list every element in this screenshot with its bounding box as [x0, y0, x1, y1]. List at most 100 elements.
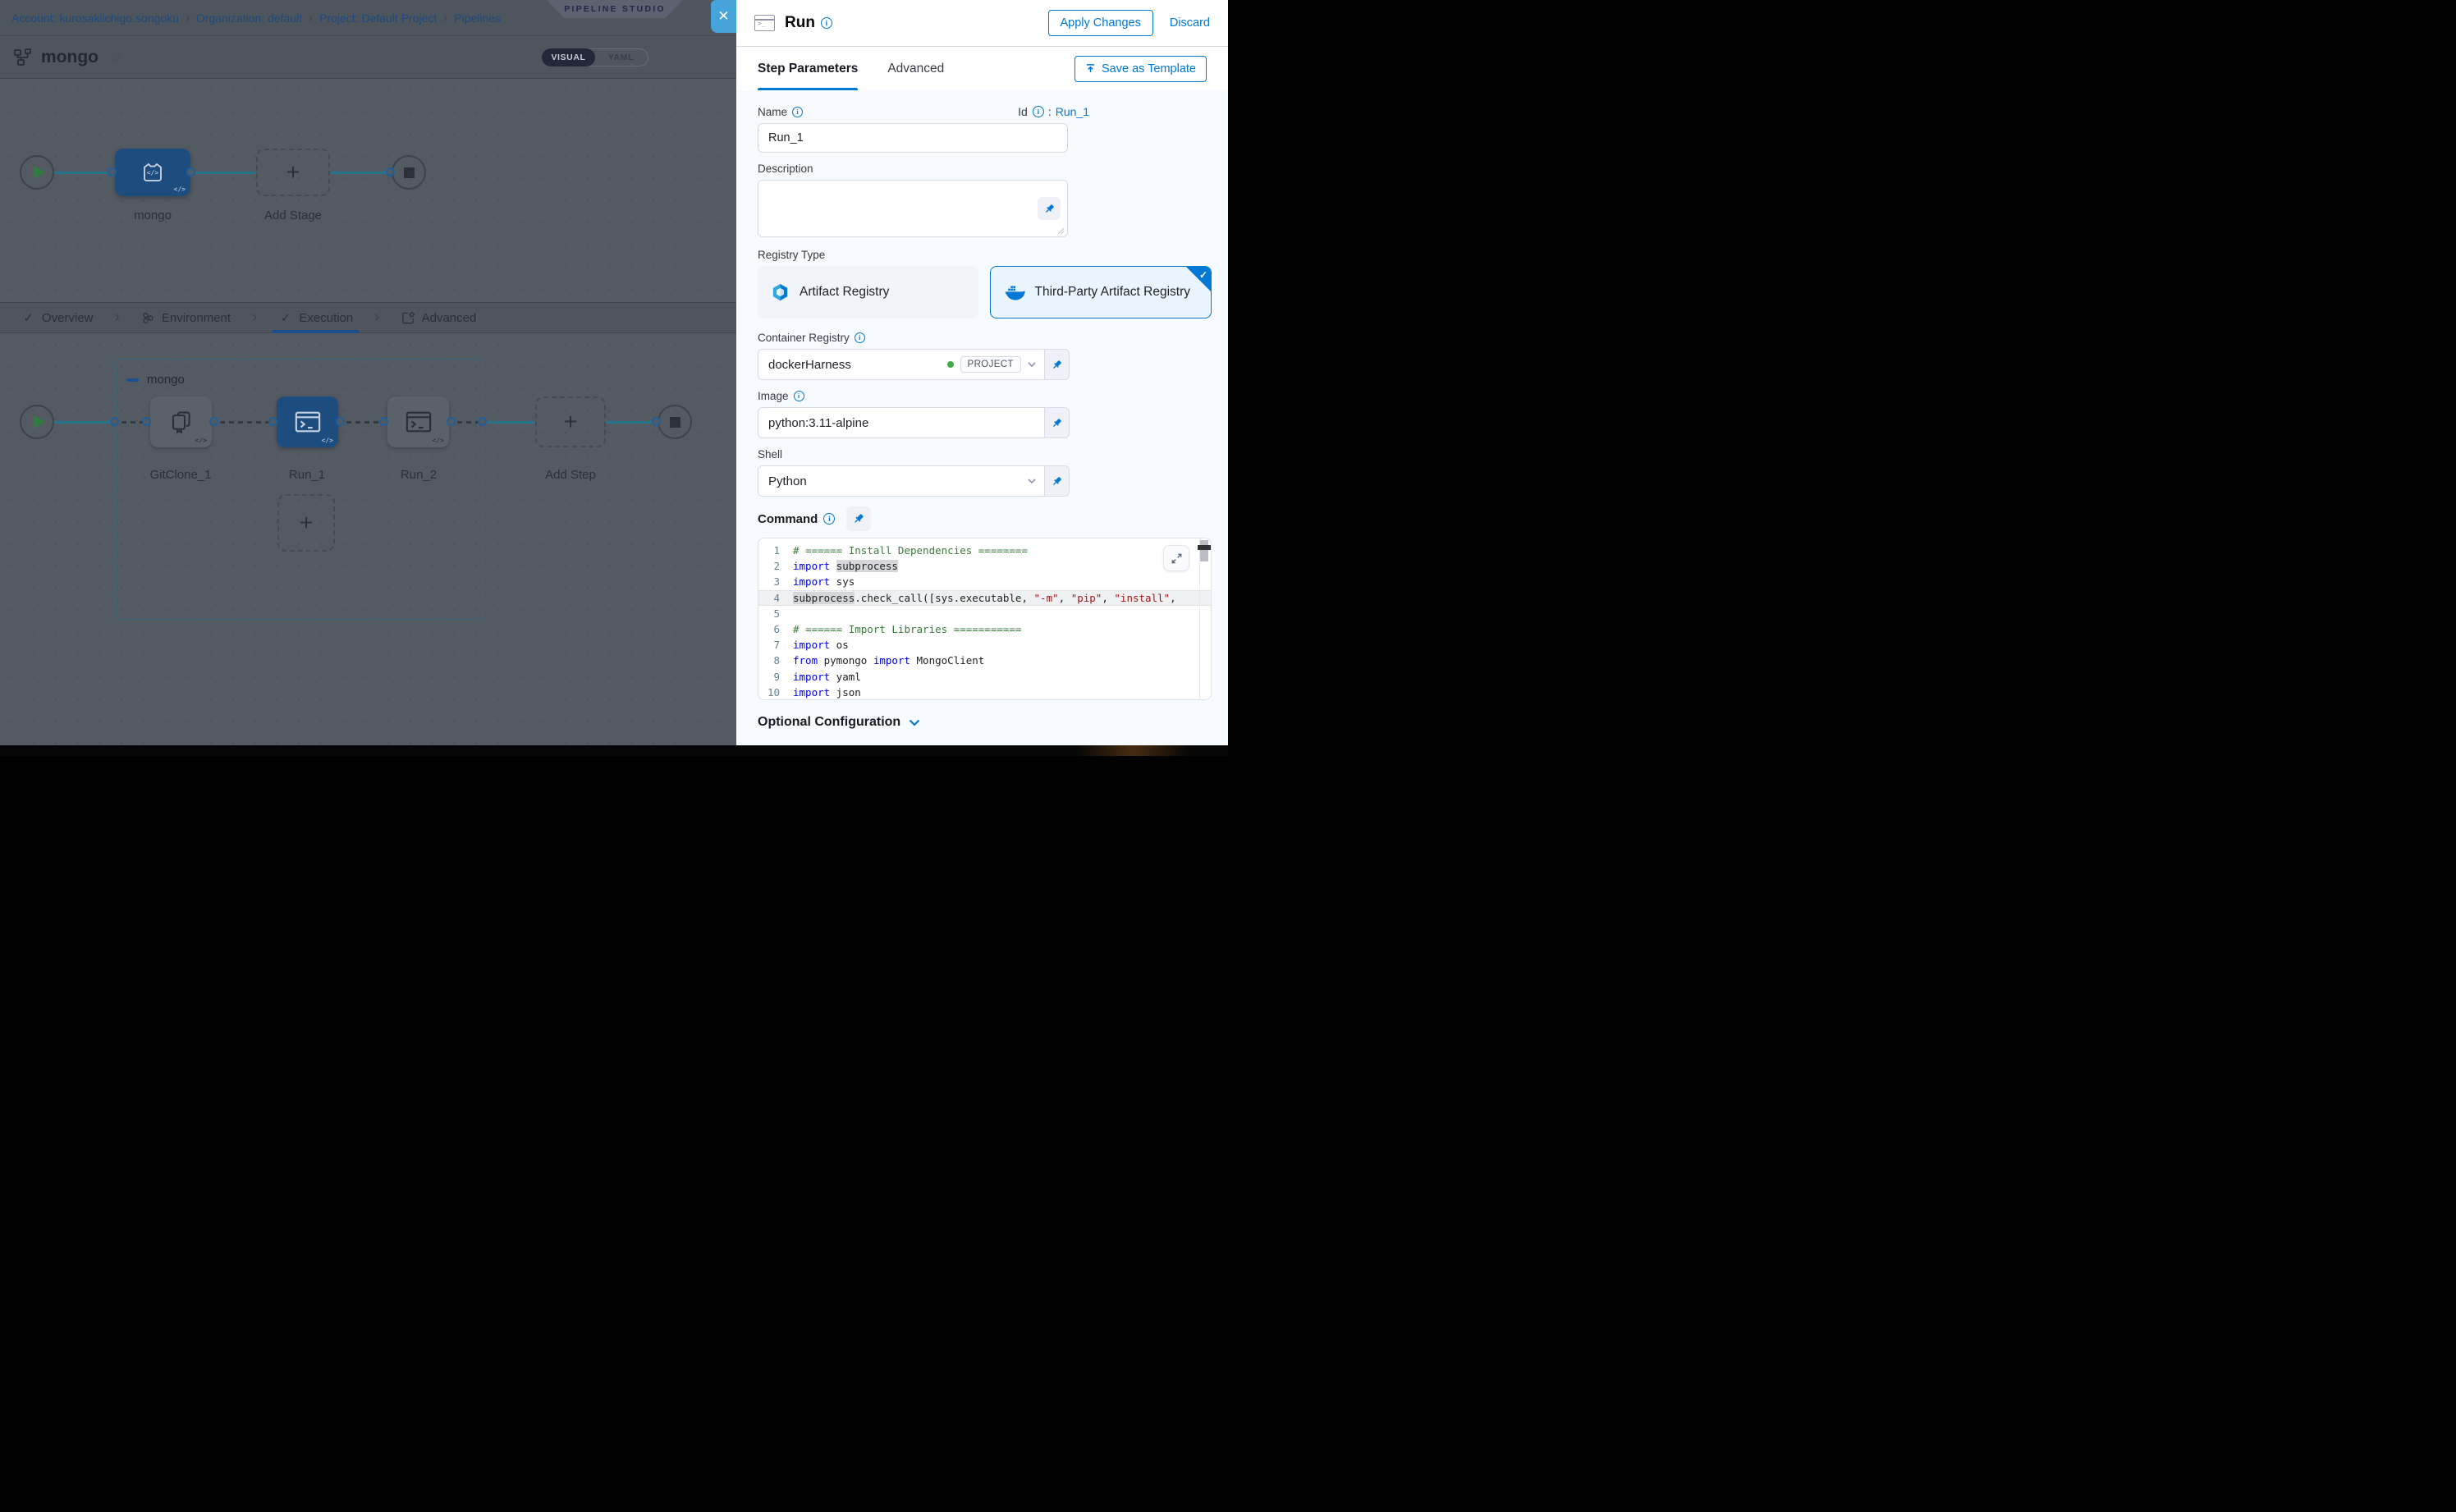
add-step-node[interactable]: +: [535, 396, 606, 447]
breadcrumb-link[interactable]: Project: Default Project: [319, 11, 437, 25]
group-port[interactable]: [110, 417, 119, 426]
info-icon[interactable]: i: [823, 513, 835, 525]
step-node-run1[interactable]: </>: [277, 396, 338, 447]
tab-step-parameters[interactable]: Step Parameters: [758, 47, 858, 90]
shell-select[interactable]: Python: [758, 465, 1045, 497]
tab-advanced[interactable]: Advanced: [887, 47, 944, 90]
stage-label[interactable]: mongo: [134, 208, 172, 222]
save-as-template-button[interactable]: Save as Template: [1074, 56, 1207, 82]
info-icon[interactable]: i: [855, 332, 865, 343]
discard-button[interactable]: Discard: [1170, 16, 1210, 30]
shell-field: Python: [758, 465, 1070, 497]
resize-handle-icon[interactable]: [1057, 227, 1065, 235]
pin-button[interactable]: [846, 506, 871, 531]
node-port[interactable]: [142, 417, 151, 426]
step-id-value[interactable]: Run_1: [1056, 105, 1089, 118]
node-port[interactable]: [108, 167, 117, 176]
expand-editor-button[interactable]: [1163, 545, 1189, 571]
stage-tab-execution[interactable]: ✓Execution: [278, 303, 353, 332]
drawer-title: Run: [785, 14, 815, 32]
stop-icon: [404, 167, 415, 178]
edit-pencil-icon[interactable]: [110, 51, 123, 64]
breadcrumb-link[interactable]: Organization: default: [196, 11, 302, 25]
info-icon[interactable]: i: [1033, 106, 1044, 117]
step-node-run2[interactable]: </>: [387, 396, 449, 447]
registry-option-artifact[interactable]: Artifact Registry: [758, 266, 978, 318]
pin-button[interactable]: [1045, 407, 1070, 438]
toggle-yaml[interactable]: YAML: [594, 49, 648, 66]
stage-tab-label: Advanced: [422, 311, 477, 325]
editor-scrollbar-track: [1199, 538, 1200, 699]
optional-configuration-toggle[interactable]: Optional Configuration: [758, 715, 1215, 730]
add-stage-node[interactable]: +: [256, 149, 330, 196]
chevron-down-icon[interactable]: [1028, 360, 1036, 369]
info-icon[interactable]: i: [821, 17, 832, 29]
code-line: 8from pymongo import MongoClient: [758, 653, 1211, 668]
step-group-label[interactable]: mongo: [147, 373, 185, 387]
node-port[interactable]: [268, 417, 277, 426]
node-port[interactable]: [336, 417, 345, 426]
breadcrumb[interactable]: Account: kurosakiichigo.songoku›Organiza…: [11, 11, 501, 25]
connector-dashed: [457, 421, 479, 424]
description-textarea[interactable]: [758, 180, 1068, 237]
code-line: 9import yaml: [758, 669, 1211, 685]
info-icon[interactable]: i: [794, 391, 804, 401]
step-label[interactable]: Run_2: [401, 468, 437, 482]
terminal-icon: [294, 410, 322, 434]
node-port[interactable]: [386, 167, 395, 176]
node-port[interactable]: [652, 417, 661, 426]
editor-scrollbar-thumb[interactable]: [1200, 540, 1208, 561]
line-code: subprocess.check_call([sys.executable, "…: [793, 590, 1211, 606]
pipeline-end-node[interactable]: [392, 155, 426, 190]
image-field: python:3.11-alpine: [758, 407, 1070, 438]
chevron-down-icon[interactable]: [1028, 477, 1036, 485]
line-number: 6: [758, 621, 793, 637]
info-icon[interactable]: i: [792, 107, 803, 117]
node-port[interactable]: [186, 167, 195, 176]
container-registry-select[interactable]: dockerHarness PROJECT: [758, 349, 1045, 380]
pin-button[interactable]: [1045, 349, 1070, 380]
pipeline-start-node[interactable]: [20, 155, 54, 190]
code-line: 6# ====== Import Libraries ===========: [758, 621, 1211, 637]
chevron-down-icon: [909, 719, 920, 726]
close-drawer-button[interactable]: ✕: [711, 0, 736, 33]
stage-tab-label: Environment: [162, 311, 231, 325]
pin-button[interactable]: [1038, 197, 1061, 220]
tab-separator-chevron: ›: [252, 309, 257, 327]
play-icon: [34, 415, 44, 428]
breadcrumb-link[interactable]: Pipelines: [454, 11, 501, 25]
step-label[interactable]: GitClone_1: [149, 468, 211, 482]
code-badge: </>: [195, 437, 207, 444]
command-code-editor[interactable]: 1# ====== Install Dependencies ========2…: [758, 538, 1212, 700]
run-step-icon: [754, 15, 775, 31]
stage-node-mongo[interactable]: </> </>: [115, 149, 190, 196]
execution-start-node[interactable]: [20, 405, 54, 439]
add-stage-label[interactable]: Add Stage: [264, 208, 322, 222]
add-step-label[interactable]: Add Step: [545, 468, 596, 482]
pin-button[interactable]: [1045, 465, 1070, 497]
execution-end-node[interactable]: [658, 405, 692, 439]
connector: [195, 172, 256, 174]
code-line: 1# ====== Install Dependencies ========: [758, 543, 1211, 558]
pipeline-studio-pane: Account: kurosakiichigo.songoku › Organiza…: [0, 0, 736, 745]
node-port[interactable]: [209, 417, 218, 426]
step-label[interactable]: Run_1: [289, 468, 325, 482]
toggle-visual[interactable]: VISUAL: [542, 48, 595, 66]
add-parallel-step-node[interactable]: +: [277, 494, 335, 552]
stage-tab-environment[interactable]: Environment: [141, 303, 231, 332]
registry-option-third-party[interactable]: Third-Party Artifact Registry ✓: [990, 266, 1212, 318]
group-port[interactable]: [478, 417, 487, 426]
pipeline-icon: [13, 48, 33, 66]
name-input[interactable]: [758, 123, 1068, 153]
stage-tab-advanced[interactable]: Advanced: [401, 303, 477, 332]
stage-tab-overview[interactable]: ✓Overview: [21, 303, 94, 332]
breadcrumb-link[interactable]: Account: kurosakiichigo.songoku: [11, 11, 179, 25]
connector: [54, 172, 113, 174]
image-input[interactable]: python:3.11-alpine: [758, 407, 1045, 438]
apply-changes-button[interactable]: Apply Changes: [1048, 10, 1153, 36]
node-port[interactable]: [447, 417, 456, 426]
node-port[interactable]: [379, 417, 388, 426]
drawer-header: Run i Apply Changes Discard: [736, 0, 1228, 47]
step-node-gitclone[interactable]: </>: [150, 396, 212, 447]
collapse-group-icon[interactable]: [126, 378, 139, 382]
